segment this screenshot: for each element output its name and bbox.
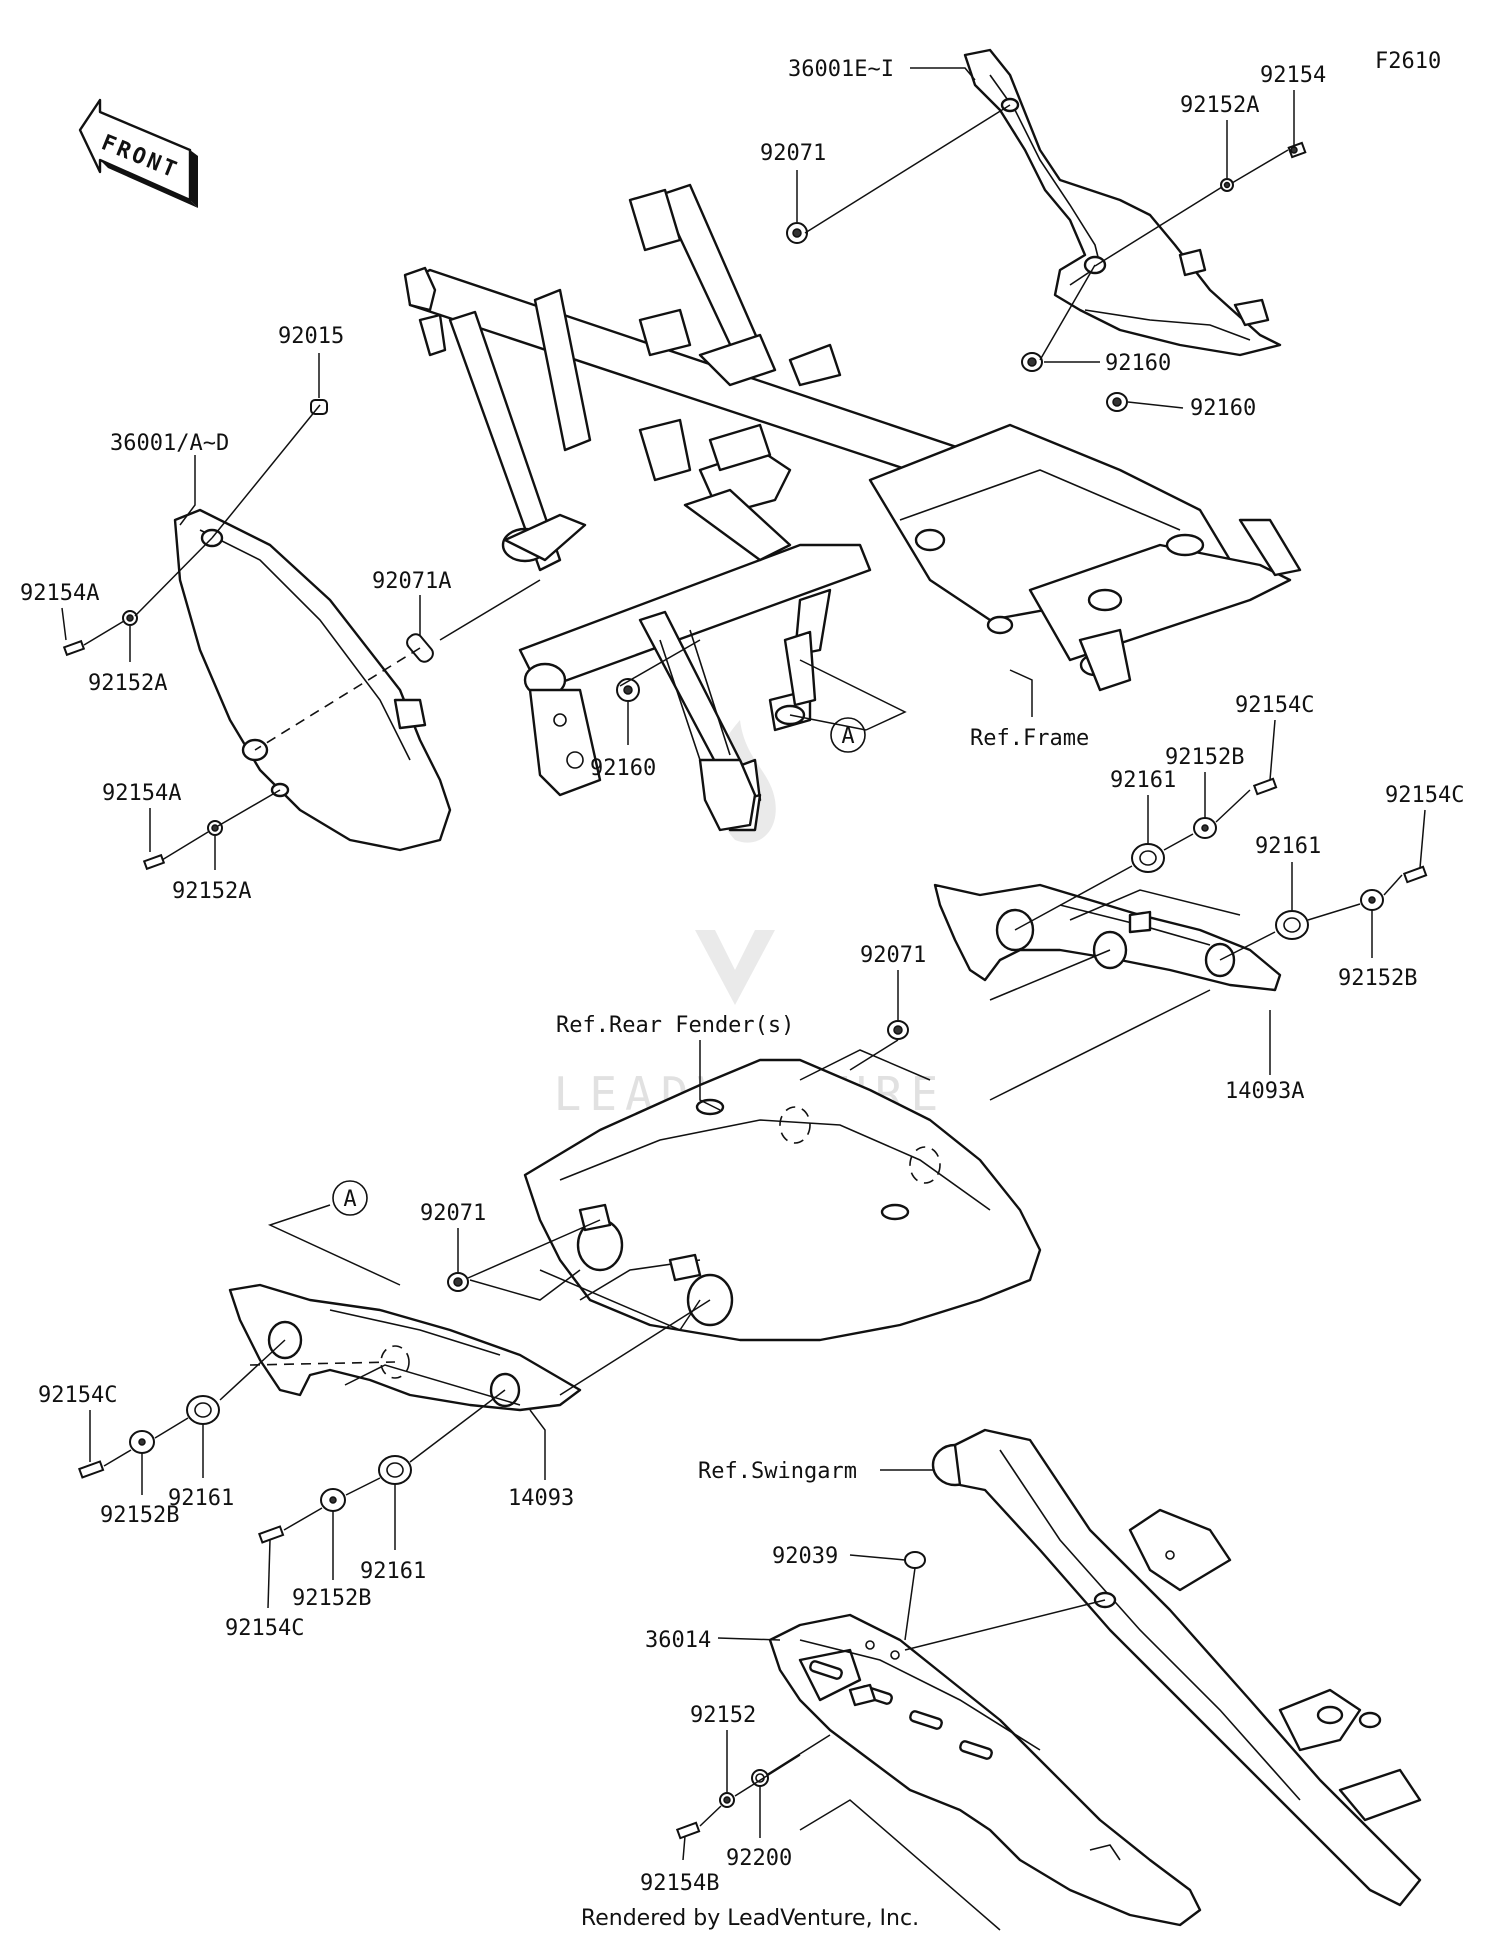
bolt-92154c-3	[78, 1460, 105, 1479]
label-14093a: 14093A	[1225, 1079, 1304, 1104]
part-labels: 36001E~I 92154 92152A 92071 92160 92160 …	[20, 57, 1464, 1896]
grommet-92161-3	[186, 1395, 220, 1425]
guard-14093a	[933, 883, 1282, 992]
label-92071a: 92071A	[372, 569, 451, 594]
bolt-92154	[1287, 141, 1307, 159]
label-36014: 36014	[645, 1628, 711, 1653]
washer-92152	[719, 1792, 735, 1808]
label-92154c-3: 92154C	[38, 1383, 117, 1408]
grommet-92160-a	[1021, 352, 1043, 372]
label-92071-top: 92071	[760, 141, 826, 166]
label-92154c-1: 92154C	[1235, 693, 1314, 718]
footer-credit: Rendered by LeadVenture, Inc.	[581, 1906, 919, 1931]
label-92071-mid: 92071	[860, 943, 926, 968]
collar-92152b-4	[320, 1488, 346, 1512]
label-92160-a: 92160	[1105, 351, 1171, 376]
bolt-92154a-1	[62, 639, 86, 657]
label-92161-4: 92161	[360, 1559, 426, 1584]
grommet-92161-4	[378, 1455, 412, 1485]
label-92154a-1: 92154A	[20, 581, 99, 606]
callout-a-upper-text: A	[841, 724, 854, 749]
label-92154b: 92154B	[640, 1871, 719, 1896]
label-92154c-2: 92154C	[1385, 783, 1464, 808]
label-92154-top: 92154	[1260, 63, 1326, 88]
hardware	[62, 141, 1428, 1840]
label-92152b-1: 92152B	[1165, 745, 1244, 770]
label-ref-frame: Ref.Frame	[970, 726, 1089, 751]
callout-a-lower-text: A	[343, 1187, 356, 1212]
grommet-92161-2	[1275, 910, 1309, 940]
label-92161-3: 92161	[168, 1486, 234, 1511]
washer-92152a-2	[207, 820, 223, 836]
bolt-92154a-2	[142, 853, 166, 871]
callout-a-upper: A	[789, 659, 907, 753]
side-cover-left	[173, 508, 452, 852]
grommet-92071-mid	[887, 1020, 909, 1040]
grommet-92160-c	[616, 678, 640, 702]
side-cover-right	[963, 48, 1282, 357]
label-92152a-2: 92152A	[172, 879, 251, 904]
collar-92152b-2	[1360, 889, 1384, 911]
label-14093: 14093	[508, 1486, 574, 1511]
bolt-92154c-4	[258, 1525, 285, 1544]
label-92160-c: 92160	[590, 756, 656, 781]
grommet-92071-low	[447, 1272, 469, 1292]
label-36001e-i: 36001E~I	[788, 57, 894, 82]
label-92039: 92039	[772, 1544, 838, 1569]
swingarm	[931, 1428, 1422, 1907]
label-92152a-top: 92152A	[1180, 93, 1259, 118]
grommet-92071-top	[786, 222, 808, 244]
guard-14093	[228, 1283, 582, 1412]
clip-92039	[904, 1551, 926, 1569]
grommet-92160-b	[1106, 392, 1128, 412]
label-92152b-4: 92152B	[292, 1586, 371, 1611]
label-92152a-1: 92152A	[88, 671, 167, 696]
bolt-92154b	[675, 1821, 701, 1840]
bolt-92154c-2	[1402, 865, 1428, 884]
label-36001-a-d: 36001/A~D	[110, 431, 229, 456]
label-92200: 92200	[726, 1846, 792, 1871]
callout-a-lower: A	[267, 1180, 401, 1286]
washer-92152a-top	[1220, 178, 1234, 192]
frame-assembly	[403, 183, 1302, 832]
label-ref-swingarm: Ref.Swingarm	[698, 1459, 857, 1484]
label-92154a-2: 92154A	[102, 781, 181, 806]
chain-guard-36014	[768, 1613, 1202, 1927]
grommet-92161-1	[1131, 843, 1165, 873]
label-leaders	[61, 67, 1426, 1861]
washer-92152a-1	[122, 610, 138, 626]
label-92161-1: 92161	[1110, 768, 1176, 793]
label-92152b-3: 92152B	[100, 1503, 179, 1528]
bolt-92154c-1	[1252, 777, 1278, 796]
label-92154c-4: 92154C	[225, 1616, 304, 1641]
label-ref-rear-fender: Ref.Rear Fender(s)	[556, 1013, 794, 1038]
label-92071-low: 92071	[420, 1201, 486, 1226]
label-92152b-2: 92152B	[1338, 966, 1417, 991]
collar-92152b-3	[129, 1430, 155, 1454]
label-92160-b: 92160	[1190, 396, 1256, 421]
label-92152: 92152	[690, 1703, 756, 1728]
label-92161-2: 92161	[1255, 834, 1321, 859]
label-92015: 92015	[278, 324, 344, 349]
assembly-lines	[83, 104, 1403, 1931]
front-arrow-icon: FRONT	[78, 98, 198, 208]
collar-92152b-1	[1193, 817, 1217, 839]
diagram-code: F2610	[1375, 49, 1441, 74]
